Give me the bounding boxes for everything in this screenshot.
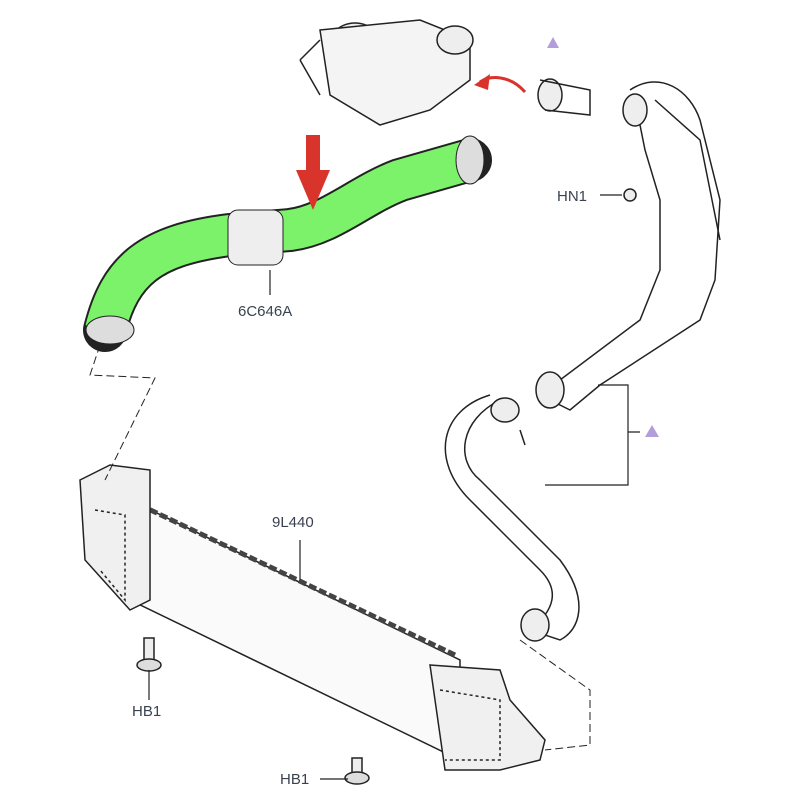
marker-triangle-icon bbox=[645, 425, 659, 437]
label-hb1-bottom: HB1 bbox=[280, 771, 310, 788]
charge-air-hose-6c646a bbox=[83, 135, 492, 352]
label-hose: 6C646A bbox=[238, 303, 293, 320]
guide-lines bbox=[89, 344, 591, 751]
marker-triangle-icon bbox=[547, 37, 559, 48]
outlet-pipe bbox=[444, 78, 721, 642]
red-curved-arrow-icon bbox=[474, 74, 527, 94]
clip-hn1 bbox=[623, 188, 637, 202]
label-intercooler: 9L440 bbox=[272, 514, 314, 531]
bolt-hb1-bottom bbox=[344, 757, 370, 785]
red-down-arrow-icon bbox=[296, 135, 330, 210]
label-hb1-top: HB1 bbox=[132, 703, 162, 720]
bolt-hb1-top bbox=[136, 637, 162, 672]
turbocharger bbox=[299, 19, 474, 126]
intercooler bbox=[79, 464, 546, 771]
leader-lines bbox=[148, 194, 640, 780]
label-hn1: HN1 bbox=[557, 188, 588, 205]
